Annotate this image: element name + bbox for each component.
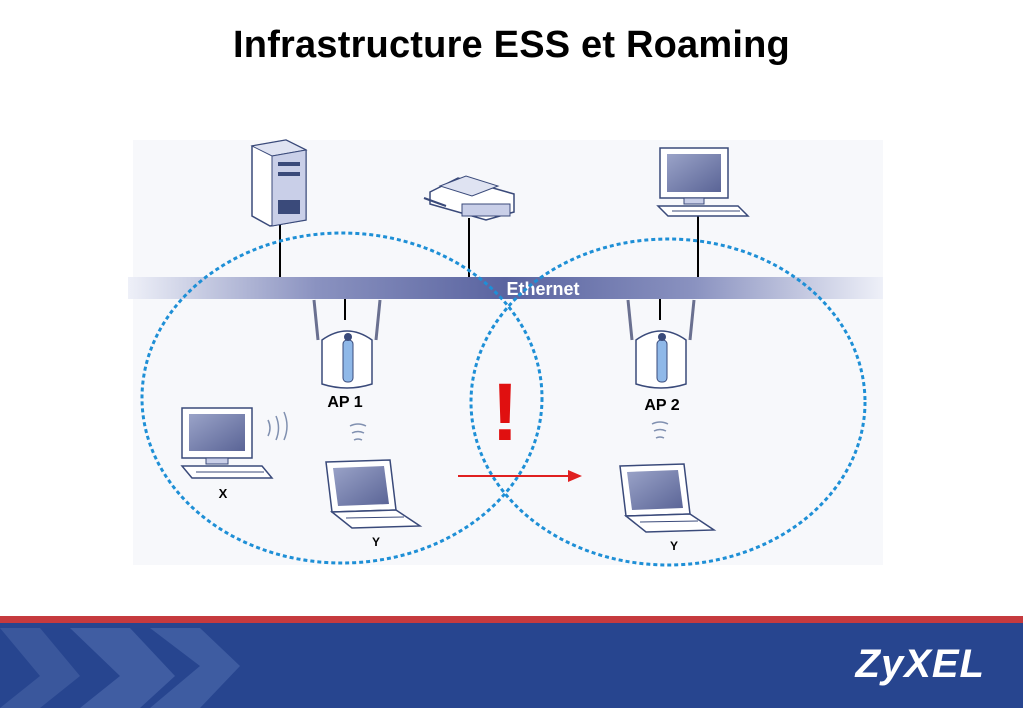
ap1-icon [312,299,382,389]
footer-stripe [0,616,1023,623]
ap2-label: AP 2 [644,397,679,414]
station-y-roamed-laptop-icon [619,463,717,533]
station-x-desktop-icon [180,407,274,479]
zyxel-logo: ZyXEL [855,642,985,686]
roaming-arrow [458,470,582,482]
station-y-laptop-icon [325,459,423,529]
printer-icon [423,175,515,221]
ap1-coverage-cell [140,231,544,565]
ap2-icon [626,299,696,389]
station-x-label: X [219,486,228,501]
ap2-signal-icon [651,421,669,439]
workstation-icon [656,147,750,217]
slide-title: Infrastructure ESS et Roaming [233,24,790,66]
station-x-signal-icon [267,411,288,441]
footer-banner: ZyXEL [0,616,1023,708]
station-y-label: Y [372,535,380,549]
ethernet-label: Ethernet [506,279,579,299]
ap1-signal-icon [349,423,367,441]
ethernet-backbone [128,277,883,299]
station-y-roamed-label: Y [670,539,678,553]
footer-chevron-decoration [0,628,240,708]
ap2-coverage-cell [469,237,867,567]
ap1-label: AP 1 [327,394,362,411]
server-icon [250,139,308,227]
roaming-warning-mark: ! [491,367,518,458]
